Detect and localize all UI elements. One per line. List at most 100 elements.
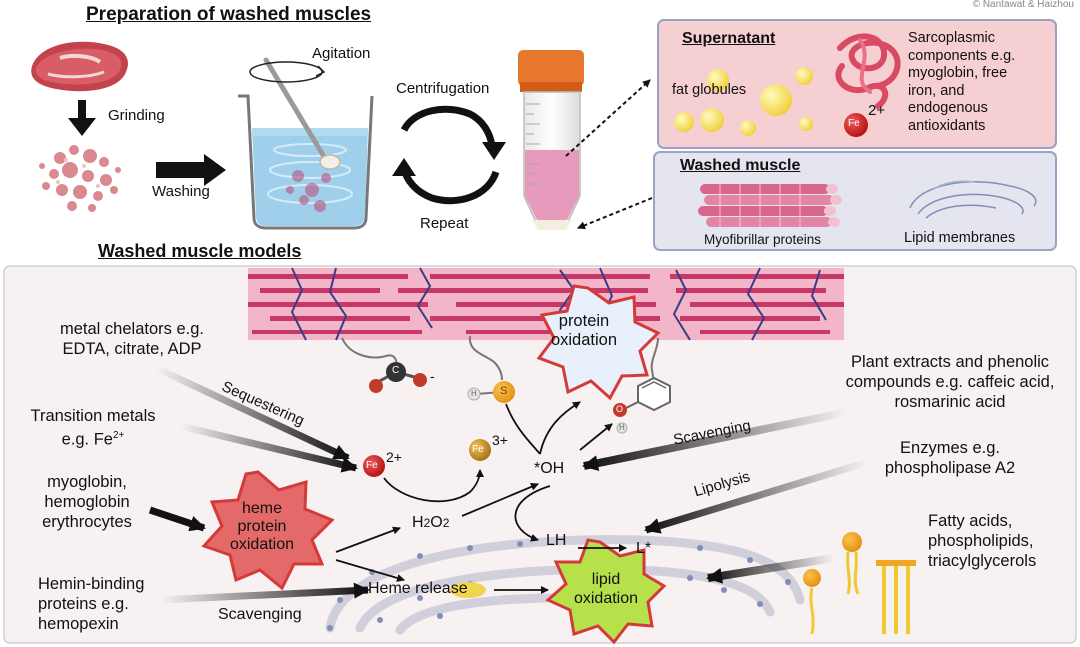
protein-ox-line: oxidation [550, 331, 618, 349]
phenol-icon [613, 376, 671, 434]
thiol-hydrogen-label: H [471, 389, 477, 398]
protein-oxidation-label: protein oxidation [536, 312, 632, 350]
transition-line2: e.g. Fe2+ [14, 426, 172, 450]
oxygen-atom-label: O [616, 404, 624, 414]
hemin-line: proteins e.g. [38, 595, 129, 613]
lipid-membranes-label: Lipid membranes [904, 230, 1016, 246]
sarcoplasmic-text: Sarcoplasmic components e.g. myoglobin, … [908, 30, 1015, 135]
fat-globules-label: fat globules [672, 82, 747, 98]
heme-ox-line: oxidation [229, 536, 295, 553]
fatty-acids-label: Fatty acids, phospholipids, triacylglyce… [928, 511, 1036, 571]
sarco-line: antioxidants [908, 117, 986, 134]
sarco-line: iron, and [908, 82, 965, 99]
fe2-atom-label: Fe [366, 460, 378, 471]
fat-globules-icon [674, 67, 813, 136]
sarco-line: myoglobin, free [908, 65, 1008, 81]
plant-line: rosmarinic acid [894, 393, 1006, 411]
transition-text: e.g. Fe [61, 430, 113, 449]
heme-droplet-icon [450, 582, 486, 598]
supernatant-fe-charge: 2+ [868, 102, 886, 119]
h2o2-label: H2O2 [412, 514, 449, 532]
lh-label: LH [546, 532, 567, 549]
ground-meat-icon [39, 145, 121, 212]
plant-extracts-label: Plant extracts and phenolic compounds e.… [826, 352, 1074, 412]
lipid-oxidation-star [545, 538, 667, 645]
preparation-title: Preparation of washed muscles [86, 4, 372, 25]
washing-label: Washing [152, 183, 210, 200]
lipid-radical-label: L* [636, 540, 652, 557]
repeat-label: Repeat [420, 215, 469, 232]
protein-oxidation-star [536, 284, 661, 401]
scavenging-bottom-label: Scavenging [218, 606, 302, 623]
copyright-text: © Nantawat & Haizhou [972, 0, 1074, 10]
grinding-label: Grinding [108, 107, 165, 124]
hydrogen-atom-label: H [619, 423, 625, 432]
fe3-atom-icon [469, 439, 491, 461]
hemin-line: hemopexin [38, 615, 119, 633]
cycle-arrows-icon [400, 105, 500, 205]
myofibrillar-label: Myofibrillar proteins [704, 232, 822, 247]
thiol-icon [467, 381, 515, 403]
lipid-membrane-icon [909, 180, 1037, 219]
centrifuge-tube-icon [518, 50, 584, 230]
chelators-label: metal chelators e.g. EDTA, citrate, ADP [20, 319, 244, 359]
myoglobin-line: hemoglobin [44, 493, 130, 511]
heme-release-label: Heme release [368, 580, 468, 597]
fatty-line: Fatty acids, [928, 512, 1013, 530]
myoglobin-icon [835, 33, 901, 109]
fe3-atom-label: Fe [472, 444, 484, 455]
h2o2-sub1: 2 [423, 516, 431, 530]
carbon-atom-label: C [392, 365, 400, 376]
enzymes-label: Enzymes e.g. phospholipase A2 [862, 438, 1038, 478]
myoglobin-line: erythrocytes [42, 513, 132, 531]
supernatant-fe-label: Fe [848, 118, 860, 129]
sarco-line: components e.g. [908, 47, 1016, 64]
chelators-line: metal chelators e.g. [60, 320, 204, 338]
fatty-line: triacylglycerols [928, 552, 1037, 570]
transition-line1: Transition metals [30, 407, 156, 425]
h2o2-o: O [430, 514, 443, 531]
heme-ox-line: protein [237, 518, 287, 535]
meat-icon [31, 41, 128, 92]
transition-sup: 2+ [112, 430, 125, 441]
fe2-charge: 2+ [386, 449, 402, 465]
supernatant-fe-icon [844, 113, 868, 137]
h2o2-h: H [412, 514, 424, 531]
agitation-label: Agitation [312, 45, 371, 62]
fe3-charge: 3+ [492, 432, 508, 448]
heme-ox-line: heme [241, 500, 283, 517]
hemin-line: Hemin-binding [38, 575, 145, 593]
lipid-ox-line: lipid [591, 571, 621, 588]
myoglobin-label: myoglobin, hemoglobin erythrocytes [26, 472, 148, 532]
beaker-icon [238, 57, 374, 230]
centrifugation-label: Centrifugation [396, 80, 490, 97]
myoglobin-line: myoglobin, [47, 473, 127, 491]
supernatant-title: Supernatant [682, 30, 776, 47]
plant-line: compounds e.g. caffeic acid, [845, 373, 1055, 391]
lipid-ox-line: oxidation [573, 590, 639, 607]
carboxylate-icon [369, 362, 427, 393]
washed-muscle-title: Washed muscle [680, 157, 801, 174]
myofibril-icon [698, 184, 842, 227]
fatty-acid-icon [803, 532, 916, 635]
lipid-oxidation-label: lipid oxidation [560, 570, 652, 608]
enzymes-line: Enzymes e.g. [900, 439, 1000, 457]
sarco-line: Sarcoplasmic [908, 30, 996, 46]
transition-metals-label: Transition metals e.g. Fe2+ [14, 406, 172, 450]
supernatant-box [657, 19, 1057, 149]
fatty-line: phospholipids, [928, 532, 1034, 550]
chelators-line: EDTA, citrate, ADP [62, 340, 202, 358]
plant-line: Plant extracts and phenolic [850, 353, 1050, 371]
enzymes-line: phospholipase A2 [884, 459, 1016, 477]
sarco-line: endogenous [908, 100, 988, 116]
sulfur-atom-label: S [500, 385, 508, 397]
heme-oxidation-label: heme protein oxidation [220, 500, 304, 554]
models-title: Washed muscle models [98, 241, 302, 261]
heme-oxidation-star [201, 470, 335, 591]
h2o2-sub2: 2 [442, 516, 450, 530]
carboxylate-minus: - [430, 368, 435, 384]
fe2-atom-icon [363, 455, 385, 477]
hydroxyl-radical-label: *OH [534, 460, 565, 477]
hemin-label: Hemin-binding proteins e.g. hemopexin [38, 574, 144, 634]
